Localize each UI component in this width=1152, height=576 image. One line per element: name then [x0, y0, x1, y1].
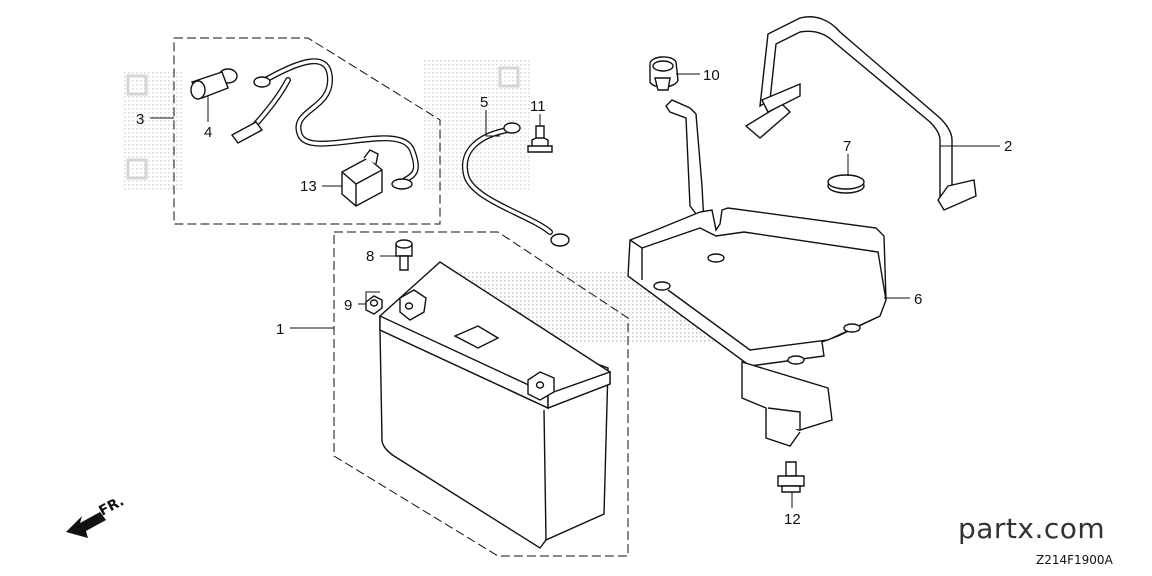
- figure-code: Z214F1900A: [1036, 553, 1113, 567]
- nut-9-part: [365, 295, 383, 315]
- callout-6: 6: [914, 291, 922, 308]
- battery-part: [379, 261, 611, 549]
- callout-13: 13: [300, 178, 317, 195]
- bolt-12-part: [777, 461, 805, 493]
- rubber-cushion-part: [827, 174, 865, 194]
- battery-strap-part: [744, 16, 977, 211]
- cable-clip-part: [649, 56, 679, 91]
- front-direction-arrow-icon: FR.: [66, 493, 127, 538]
- callout-7: 7: [843, 138, 851, 155]
- positive-cable-part: [230, 58, 419, 190]
- callout-labels: 1 2 3 4 5 6 7 8 9 10 11 12 13: [136, 67, 1012, 528]
- bolt-11-part: [527, 125, 553, 153]
- callout-3: 3: [136, 111, 144, 128]
- battery-tray-part: [627, 99, 887, 447]
- callout-8: 8: [366, 248, 374, 265]
- callout-4: 4: [204, 124, 212, 141]
- negative-cable-part: [461, 122, 570, 247]
- leader-lines: [150, 73, 1000, 508]
- callout-2: 2: [1004, 138, 1012, 155]
- callout-11: 11: [530, 98, 546, 115]
- callout-9: 9: [344, 297, 352, 314]
- callout-1: 1: [276, 321, 284, 338]
- cable-set-group-outline: [173, 37, 441, 225]
- callout-10: 10: [703, 67, 720, 84]
- terminal-boot-part: [341, 149, 383, 207]
- callout-12: 12: [784, 511, 801, 528]
- brand-watermark: partx.com: [958, 512, 1106, 545]
- bolt-8-part: [395, 239, 413, 271]
- terminal-cap-part: [190, 68, 238, 100]
- callout-5: 5: [480, 94, 488, 111]
- battery-group-outline: [333, 231, 629, 557]
- front-direction-label: FR.: [96, 493, 126, 519]
